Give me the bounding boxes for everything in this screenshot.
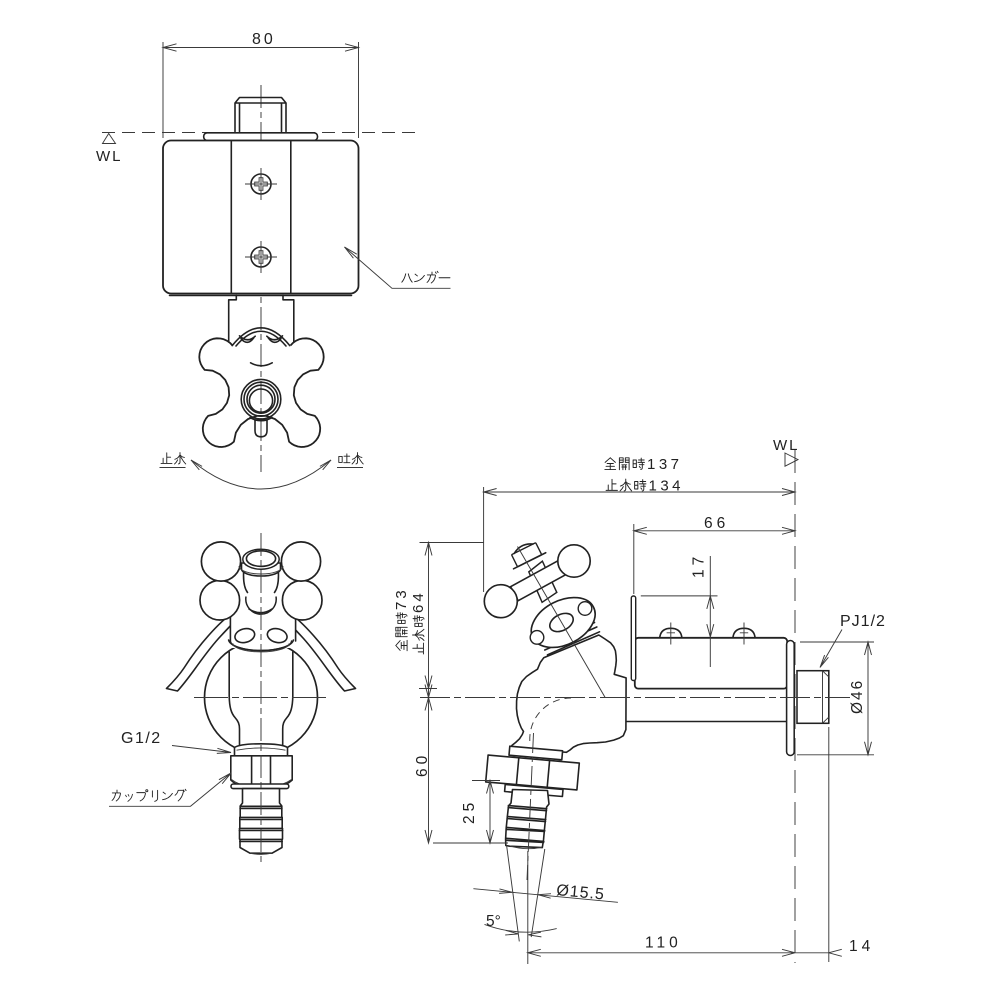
svg-text:G1/2: G1/2 [121, 730, 162, 747]
svg-text:17: 17 [691, 553, 708, 578]
svg-text:60: 60 [414, 752, 431, 777]
svg-text:66: 66 [704, 515, 729, 532]
svg-text:134: 134 [649, 478, 685, 495]
svg-text:64: 64 [410, 590, 427, 613]
svg-text:Ø46: Ø46 [849, 679, 866, 714]
svg-text:110: 110 [645, 935, 682, 952]
svg-text:PJ1/2: PJ1/2 [840, 613, 886, 630]
svg-text:73: 73 [393, 587, 410, 610]
svg-text:WL: WL [96, 148, 123, 165]
svg-text:80: 80 [252, 31, 276, 48]
svg-text:137: 137 [647, 456, 683, 473]
svg-text:WL: WL [773, 437, 800, 454]
svg-text:Ø15.5: Ø15.5 [556, 882, 606, 903]
svg-text:25: 25 [461, 799, 478, 824]
svg-text:5°: 5° [486, 913, 501, 930]
svg-text:14: 14 [849, 938, 874, 955]
